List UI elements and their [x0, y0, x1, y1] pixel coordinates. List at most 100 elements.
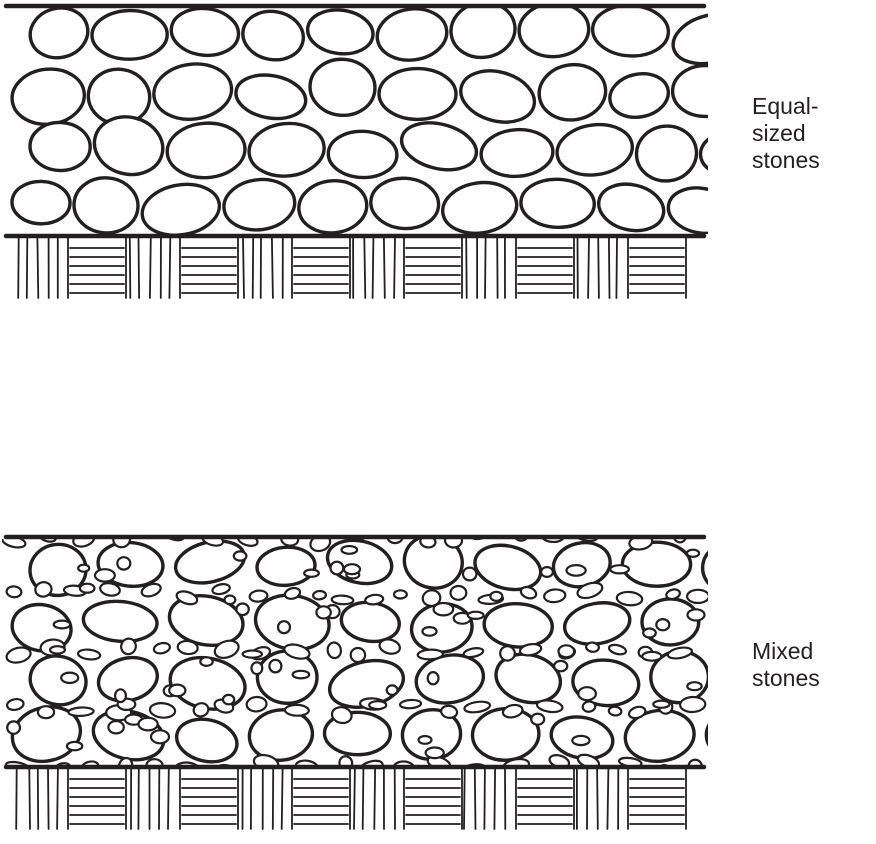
stone — [554, 120, 636, 180]
pebble — [422, 627, 436, 636]
pebble — [80, 584, 95, 593]
pebble — [463, 568, 476, 581]
stone — [594, 178, 668, 237]
stone — [536, 60, 610, 124]
pebble — [6, 698, 24, 711]
stone — [173, 714, 241, 767]
stone — [296, 177, 369, 236]
pebble — [68, 707, 94, 717]
pebble — [434, 603, 454, 615]
substrate-post — [282, 769, 283, 829]
pebble — [151, 730, 169, 743]
substrate-post — [597, 769, 598, 829]
stone — [374, 4, 450, 64]
stone — [72, 176, 140, 236]
label-line: stones — [752, 665, 820, 692]
stone — [672, 65, 738, 117]
pebble — [544, 589, 566, 604]
substrate-post — [57, 769, 58, 829]
substrate-post — [363, 769, 364, 829]
stone — [591, 3, 670, 58]
substrate-post — [588, 238, 589, 298]
stone — [549, 538, 614, 592]
label-line: Mixed — [752, 638, 820, 665]
pebble — [139, 718, 158, 731]
stone — [232, 70, 309, 124]
pebble — [450, 586, 466, 600]
pebble — [490, 592, 502, 601]
pebble — [468, 612, 484, 619]
stone — [439, 178, 520, 239]
pebble — [687, 682, 701, 690]
pebble — [269, 660, 281, 673]
pebble — [426, 748, 444, 759]
stone — [169, 5, 241, 59]
pebble — [608, 643, 627, 656]
equal-sized-stones-label: Equal- sized stones — [752, 93, 820, 174]
pebble — [252, 662, 263, 674]
pebble — [419, 736, 432, 744]
label-line: stones — [752, 147, 820, 174]
pebble — [293, 671, 310, 679]
pebble — [50, 646, 65, 653]
pebble — [78, 565, 89, 572]
stone — [397, 116, 482, 177]
stone — [704, 704, 779, 764]
pebble — [586, 642, 600, 652]
stone — [11, 181, 70, 225]
pebble — [463, 647, 484, 659]
substrate-post — [37, 238, 38, 298]
pebble — [331, 562, 344, 575]
stone — [82, 599, 159, 645]
pebble — [572, 736, 589, 745]
equal-sized-stones-panel — [6, 0, 775, 298]
substrate-layer — [16, 769, 686, 829]
substrate-layer — [18, 238, 686, 298]
pebble — [687, 550, 699, 557]
stone — [379, 68, 456, 119]
pebble — [200, 657, 212, 666]
pebble — [578, 687, 596, 700]
substrate-post — [16, 769, 17, 829]
substrate-post — [616, 238, 617, 298]
pebble — [313, 591, 326, 600]
substrate-post — [18, 238, 19, 298]
pebble — [369, 701, 386, 709]
label-line: Equal- — [752, 93, 820, 120]
mixed-stones-panel — [1, 521, 791, 829]
pebble — [531, 714, 544, 725]
pebble — [554, 661, 567, 671]
pebble — [643, 629, 656, 638]
stone — [339, 599, 402, 645]
stone — [369, 176, 440, 231]
pebble — [169, 685, 185, 697]
pebble — [61, 673, 78, 683]
pebble — [5, 645, 32, 665]
pebble — [571, 525, 599, 543]
pebble — [610, 565, 629, 573]
stone — [305, 6, 375, 57]
substrate-post — [29, 769, 30, 829]
pebble — [428, 672, 439, 684]
pebble — [511, 523, 530, 542]
stone — [88, 110, 169, 182]
stone — [25, 650, 91, 710]
stone — [709, 594, 774, 644]
pebble — [234, 551, 247, 560]
stone — [518, 1, 591, 59]
pebble — [394, 590, 407, 598]
substrate-post — [130, 238, 131, 298]
substrate-post — [466, 238, 467, 298]
pebble — [653, 701, 669, 708]
pebble — [417, 649, 443, 660]
pebble — [559, 645, 575, 657]
pebble — [656, 619, 669, 630]
pebble — [174, 761, 201, 778]
substrate-post — [272, 238, 273, 298]
stone — [633, 123, 699, 185]
stone — [701, 540, 767, 596]
pebble — [331, 595, 353, 605]
pebble — [687, 590, 709, 603]
pebble — [536, 699, 563, 714]
stone — [483, 602, 554, 650]
